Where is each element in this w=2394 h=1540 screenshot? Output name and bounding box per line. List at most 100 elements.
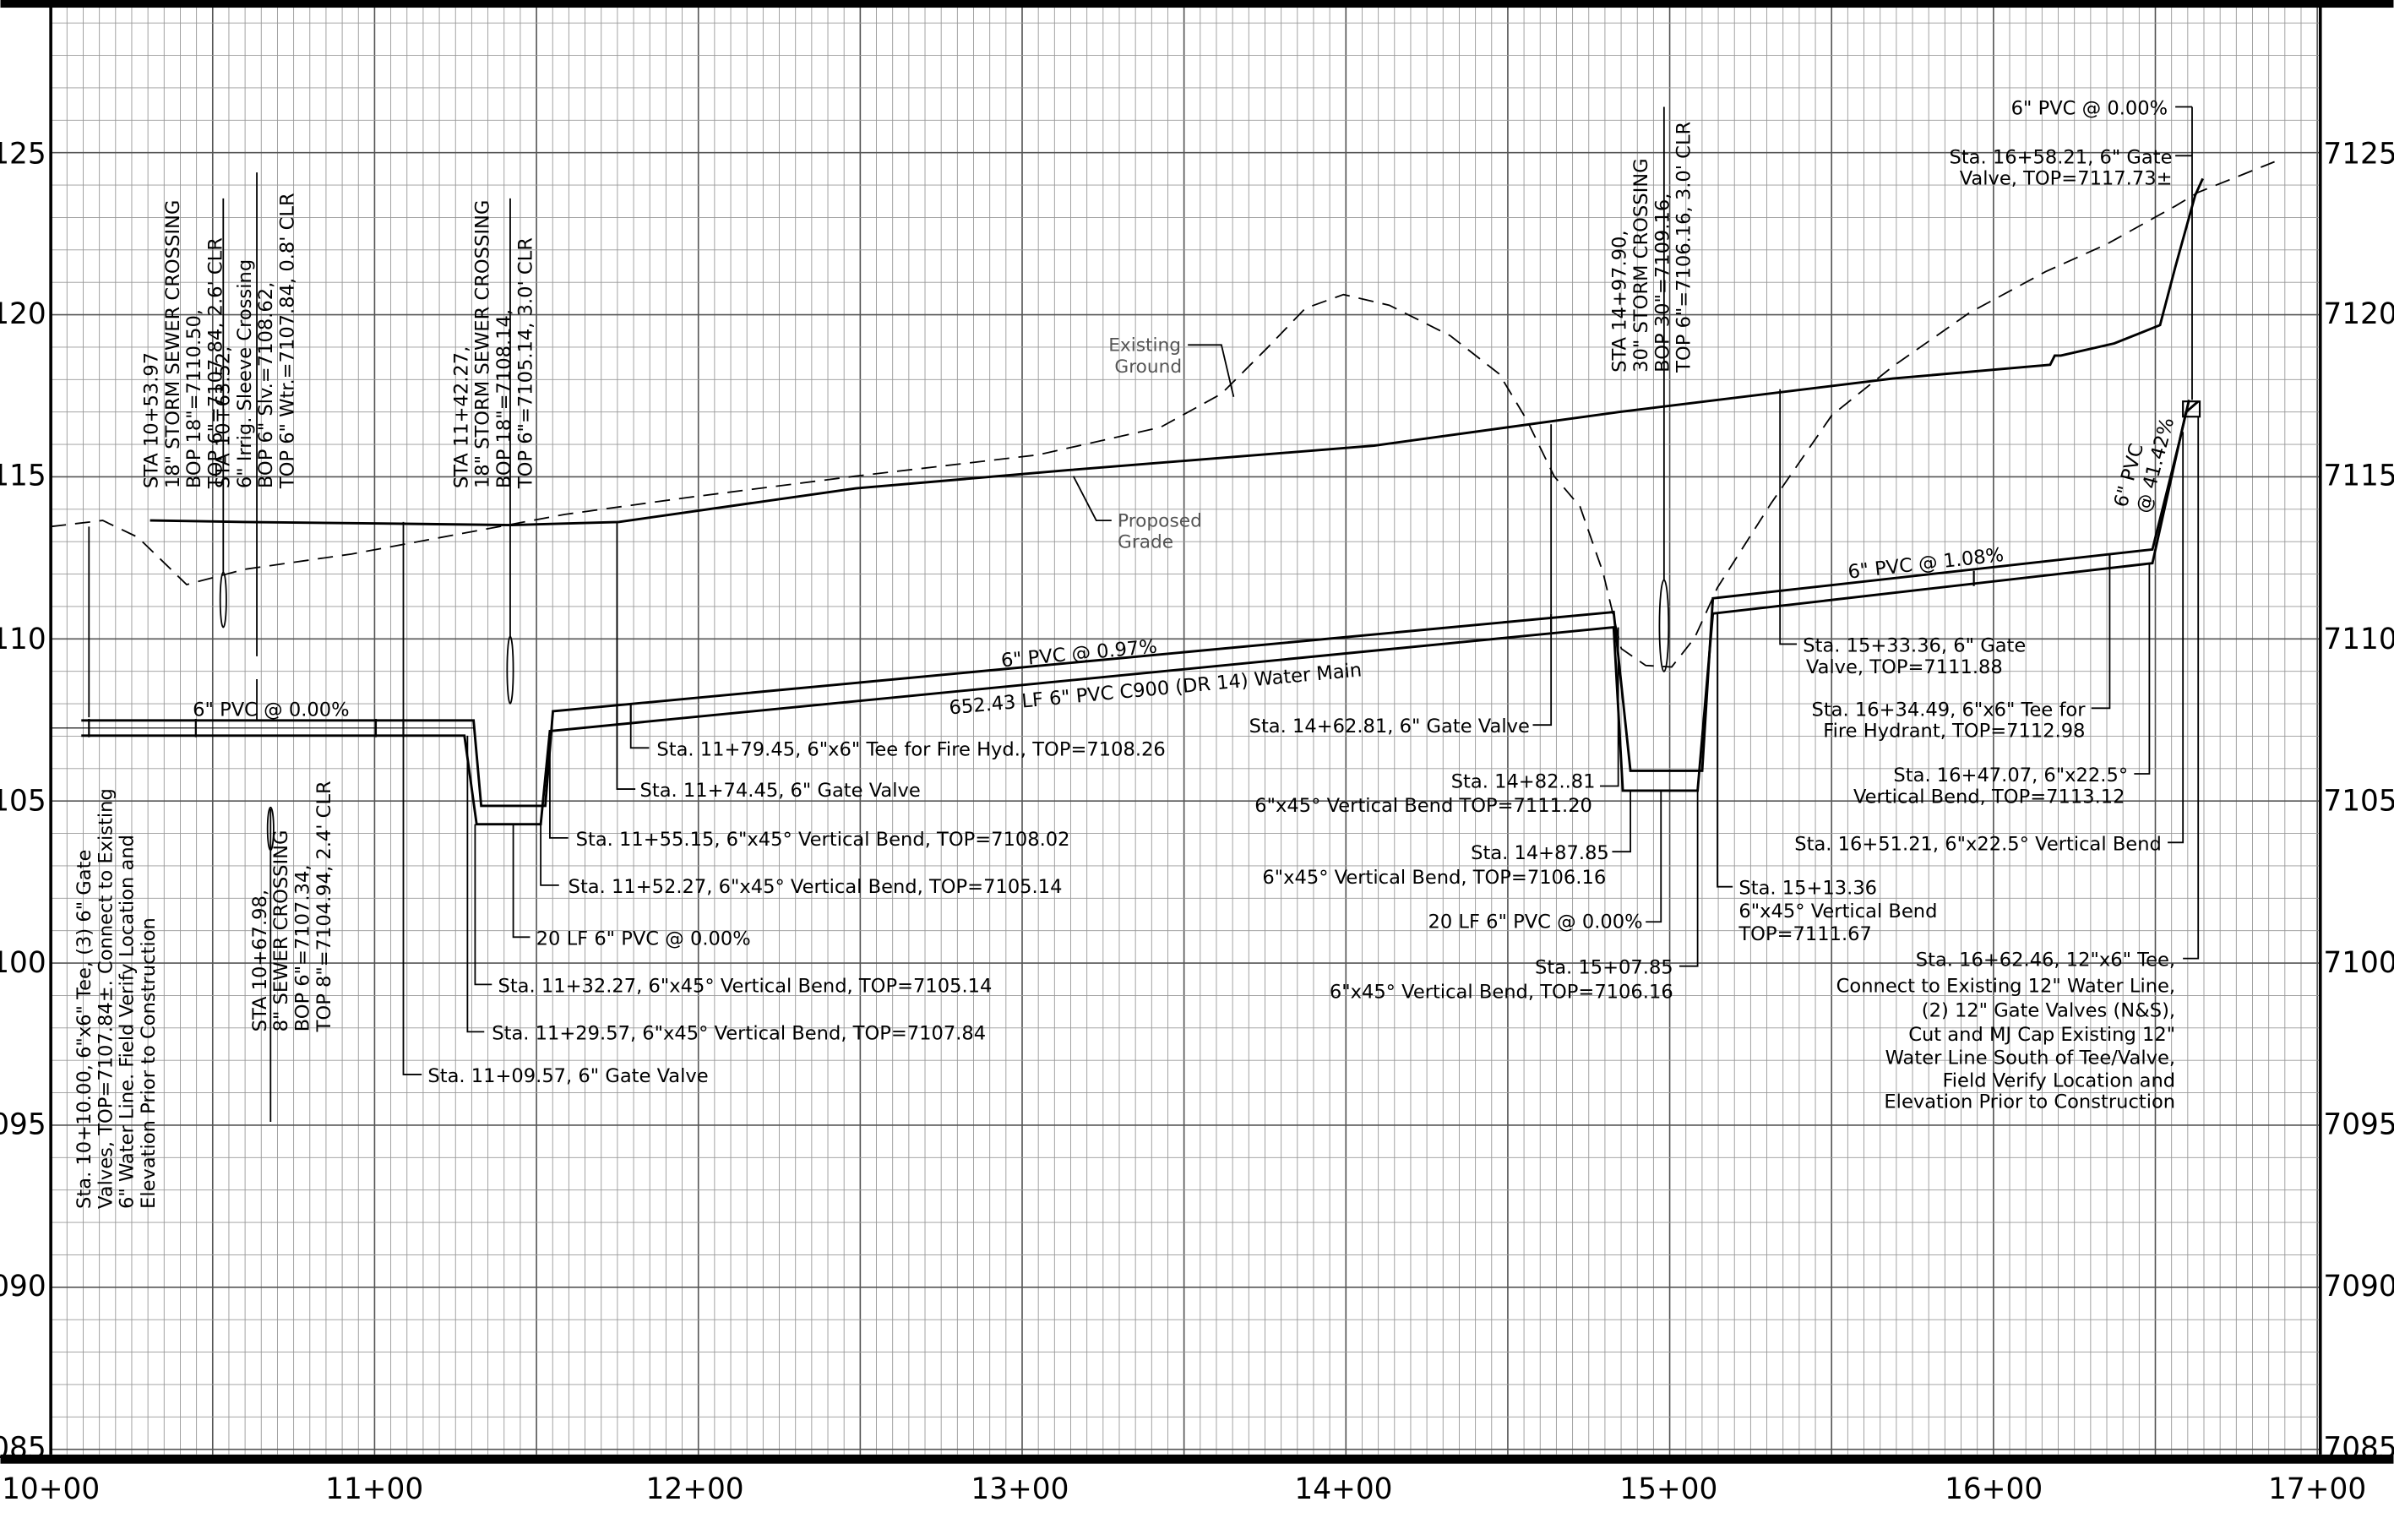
station-axis: 10+00 11+00 12+00 13+00 14+00 15+00 16+0… (2, 1472, 2366, 1506)
callout-1647-a: Sta. 16+47.07, 6"x22.5° (1893, 765, 2128, 786)
svg-text:TOP 6"=7107.84, 2.6' CLR: TOP 6"=7107.84, 2.6' CLR (204, 237, 226, 489)
callout-1634-a: Sta. 16+34.49, 6"x6" Tee for (1812, 699, 2087, 721)
svg-text:6"x45° Vertical Bend: 6"x45° Vertical Bend (1738, 901, 1937, 922)
callout-1179: Sta. 11+79.45, 6"x6" Tee for Fire Hyd., … (656, 738, 1165, 760)
elevation-tick-right: 7115 (2323, 460, 2394, 493)
svg-text:Elevation Prior to Constructio: Elevation Prior to Construction (1884, 1091, 2175, 1113)
svg-text:Field Verify Location and: Field Verify Location and (1942, 1069, 2175, 1091)
svg-text:STA 10+63.52,: STA 10+63.52, (213, 346, 235, 488)
crossing-label-1053: STA 10+53.97 18" STORM SEWER CROSSING BO… (141, 200, 227, 490)
callout-1658: Sta. 16+58.21, 6" Gate Valve, TOP=7117.7… (1949, 146, 2172, 189)
crossing-label-1497: STA 14+97.90, 30" STORM CROSSING BOP 30"… (1609, 121, 1695, 373)
svg-text:Sta. 10+10.00, 6"x6" Tee, (3): Sta. 10+10.00, 6"x6" Tee, (3) 6" Gate (73, 850, 95, 1209)
station-tick-label: 17+00 (2268, 1472, 2366, 1506)
callout-1174: Sta. 11+74.45, 6" Gate Valve (640, 780, 921, 802)
proposed-grade-line (150, 177, 2204, 526)
svg-text:Water Line South of Tee/Valve,: Water Line South of Tee/Valve, (1885, 1047, 2175, 1069)
station-tick-label: 10+00 (2, 1472, 100, 1506)
svg-text:Sta. 15+13.36: Sta. 15+13.36 (1738, 878, 1877, 900)
existing-ground-label: Existing Ground (1108, 335, 1182, 378)
svg-text:STA 10+53.97: STA 10+53.97 (141, 352, 163, 488)
pvc-108-label: 6" PVC @ 1.08% (1847, 544, 2005, 584)
elevation-tick-right: 7110 (2323, 623, 2394, 656)
svg-text:Valve, TOP=7117.73±: Valve, TOP=7117.73± (1960, 168, 2173, 190)
callout-1487-b: 6"x45° Vertical Bend, TOP=7106.16 (1262, 867, 1606, 889)
elevation-tick-right: 7095 (2323, 1107, 2394, 1141)
elevation-tick-left: 120 (0, 297, 46, 331)
elevation-axis-left: 125 120 115 110 105 100 095 090 085 (0, 137, 46, 1465)
svg-text:6" Water Line. Field Verify Lo: 6" Water Line. Field Verify Location and (117, 835, 139, 1209)
elevation-tick-right: 7085 (2323, 1431, 2394, 1465)
svg-text:Existing: Existing (1108, 335, 1181, 356)
callout-1129: Sta. 11+29.57, 6"x45° Vertical Bend, TOP… (492, 1022, 986, 1044)
callout-1513: Sta. 15+13.36 6"x45° Vertical Bend TOP=7… (1738, 878, 1937, 945)
callout-1487-a: Sta. 14+87.85 (1471, 842, 1609, 864)
elevation-tick-left: 110 (0, 623, 46, 656)
svg-text:STA 10+67.98,: STA 10+67.98, (249, 890, 271, 1031)
callout-1651: Sta. 16+51.21, 6"x22.5° Vertical Bend (1794, 833, 2162, 855)
station-tick-label: 15+00 (1619, 1472, 1717, 1506)
svg-text:Elevation Prior to Constructio: Elevation Prior to Construction (138, 917, 160, 1209)
elevation-axis-right: 7125 7120 7115 7110 7105 7100 7095 7090 … (2323, 137, 2394, 1465)
elevation-tick-right: 7105 (2323, 784, 2394, 818)
elevation-tick-left: 105 (0, 784, 46, 818)
svg-text:TOP 6"=7105.14, 3.0' CLR: TOP 6"=7105.14, 3.0' CLR (514, 237, 536, 489)
svg-text:Sta. 16+62.46, 12"x6" Tee,: Sta. 16+62.46, 12"x6" Tee, (1916, 950, 2175, 971)
callout-1662: Sta. 16+62.46, 12"x6" Tee, Connect to Ex… (1836, 950, 2175, 1113)
svg-text:Sta. 16+58.21, 6" Gate: Sta. 16+58.21, 6" Gate (1949, 146, 2172, 168)
svg-text:6" Irrig. Sleeve Crossing: 6" Irrig. Sleeve Crossing (234, 259, 256, 488)
svg-text:Grade: Grade (1118, 532, 1173, 553)
top-frame-bar (0, 0, 2394, 8)
callout-1462: Sta. 14+62.81, 6" Gate Valve (1249, 716, 1530, 737)
callout-leaders (402, 106, 2200, 1075)
svg-text:(2) 12" Gate Valves (N&S),: (2) 12" Gate Valves (N&S), (1922, 999, 2175, 1021)
svg-text:STA 11+42.27,: STA 11+42.27, (450, 346, 472, 488)
water-main-top-line (81, 400, 2190, 808)
pvc-4142-label: 6" PVC @ 41.42% (2110, 416, 2179, 516)
crossing-label-1067: STA 10+67.98, 8" SEWER CROSSING BOP 6"=7… (249, 781, 335, 1032)
station-tick-label: 14+00 (1294, 1472, 1392, 1506)
svg-text:TOP 8"=7104.94, 2.4' CLR: TOP 8"=7104.94, 2.4' CLR (313, 781, 335, 1032)
elevation-tick-left: 125 (0, 137, 46, 171)
pvc-000-right-label: 6" PVC @ 0.00% (2011, 98, 2168, 120)
profile-grid (50, 8, 2321, 1455)
svg-text:Proposed: Proposed (1118, 510, 1202, 531)
callout-1155: Sta. 11+55.15, 6"x45° Vertical Bend, TOP… (576, 829, 1070, 851)
crossing-label-1142: STA 11+42.27, 18" STORM SEWER CROSSING B… (450, 200, 536, 490)
callout-1109: Sta. 11+09.57, 6" Gate Valve (427, 1065, 708, 1087)
svg-text:TOP 6"=7106.16, 3.0' CLR: TOP 6"=7106.16, 3.0' CLR (1673, 121, 1695, 373)
svg-text:BOP 30"=7109.16,: BOP 30"=7109.16, (1651, 193, 1673, 373)
pvc-000-label: 6" PVC @ 0.00% (193, 699, 349, 721)
callout-1533-b: Valve, TOP=7111.88 (1806, 656, 2003, 678)
bottom-frame-bar (0, 1454, 2394, 1464)
svg-text:BOP 6"=7107.34,: BOP 6"=7107.34, (291, 864, 313, 1031)
elevation-tick-right: 7120 (2323, 297, 2394, 331)
svg-text:Connect to Existing 12" Water: Connect to Existing 12" Water Line, (1836, 975, 2175, 997)
svg-text:Valves, TOP=7107.84±. Connect: Valves, TOP=7107.84±. Connect to Existin… (95, 788, 117, 1209)
callout-1482-a: Sta. 14+82..81 (1451, 770, 1596, 792)
station-tick-label: 12+00 (646, 1472, 744, 1506)
callout-1152: Sta. 11+52.27, 6"x45° Vertical Bend, TOP… (569, 876, 1063, 898)
elevation-tick-left: 090 (0, 1270, 46, 1303)
svg-text:8" SEWER CROSSING: 8" SEWER CROSSING (270, 830, 292, 1031)
svg-text:30" STORM CROSSING: 30" STORM CROSSING (1630, 158, 1652, 372)
callout-1507-b: 6"x45° Vertical Bend, TOP=7106.16 (1330, 982, 1673, 1004)
callout-1647-b: Vertical Bend, TOP=7113.12 (1853, 786, 2125, 808)
callout-1132: Sta. 11+32.27, 6"x45° Vertical Bend, TOP… (498, 975, 993, 997)
station-tick-label: 16+00 (1945, 1472, 2043, 1506)
callout-1634-b: Fire Hydrant, TOP=7112.98 (1823, 721, 2085, 743)
pvc-097-label: 6" PVC @ 0.97% (1000, 636, 1158, 672)
fitting-marks (88, 400, 2201, 737)
crossing-label-1063: STA 10+63.52, 6" Irrig. Sleeve Crossing … (213, 193, 299, 489)
elevation-tick-left: 100 (0, 946, 46, 980)
station-tick-label: 13+00 (971, 1472, 1069, 1506)
elevation-tick-left: 085 (0, 1431, 46, 1465)
svg-text:18" STORM SEWER CROSSING: 18" STORM SEWER CROSSING (472, 200, 494, 489)
station-tick-label: 11+00 (325, 1472, 423, 1506)
elevation-tick-right: 7125 (2323, 137, 2394, 171)
callout-1533-a: Sta. 15+33.36, 6" Gate (1803, 634, 2026, 656)
callout-1507-a: Sta. 15+07.85 (1535, 957, 1673, 979)
callout-20lf-mid: 20 LF 6" PVC @ 0.00% (1428, 911, 1643, 933)
proposed-grade-label: Proposed Grade (1118, 510, 1202, 552)
